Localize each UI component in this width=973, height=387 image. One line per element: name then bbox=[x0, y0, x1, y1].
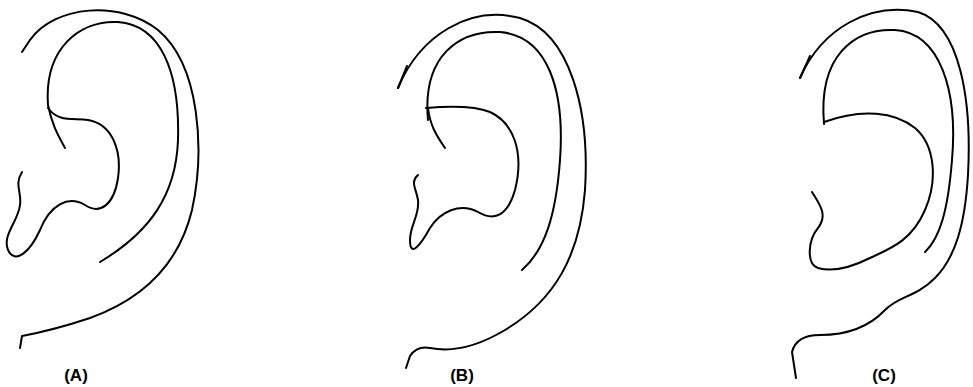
figure-label: (C) bbox=[872, 367, 896, 386]
concha-tragus bbox=[7, 108, 119, 256]
helix-outer bbox=[792, 10, 969, 378]
helix-inner bbox=[48, 22, 178, 262]
concha-tragus bbox=[410, 107, 518, 249]
ear-c-outline bbox=[792, 10, 969, 378]
helix-outer bbox=[398, 15, 586, 368]
helix-outer bbox=[20, 10, 198, 348]
helix-tick bbox=[22, 40, 30, 52]
helix-inner bbox=[427, 32, 560, 270]
figure-label: (A) bbox=[64, 367, 88, 386]
ear-b-outline bbox=[398, 15, 586, 368]
ear-a-outline bbox=[7, 10, 199, 348]
crus bbox=[428, 108, 445, 148]
helix-inner bbox=[823, 30, 953, 252]
concha-tragus bbox=[810, 113, 933, 269]
figure-label: (B) bbox=[450, 367, 474, 386]
